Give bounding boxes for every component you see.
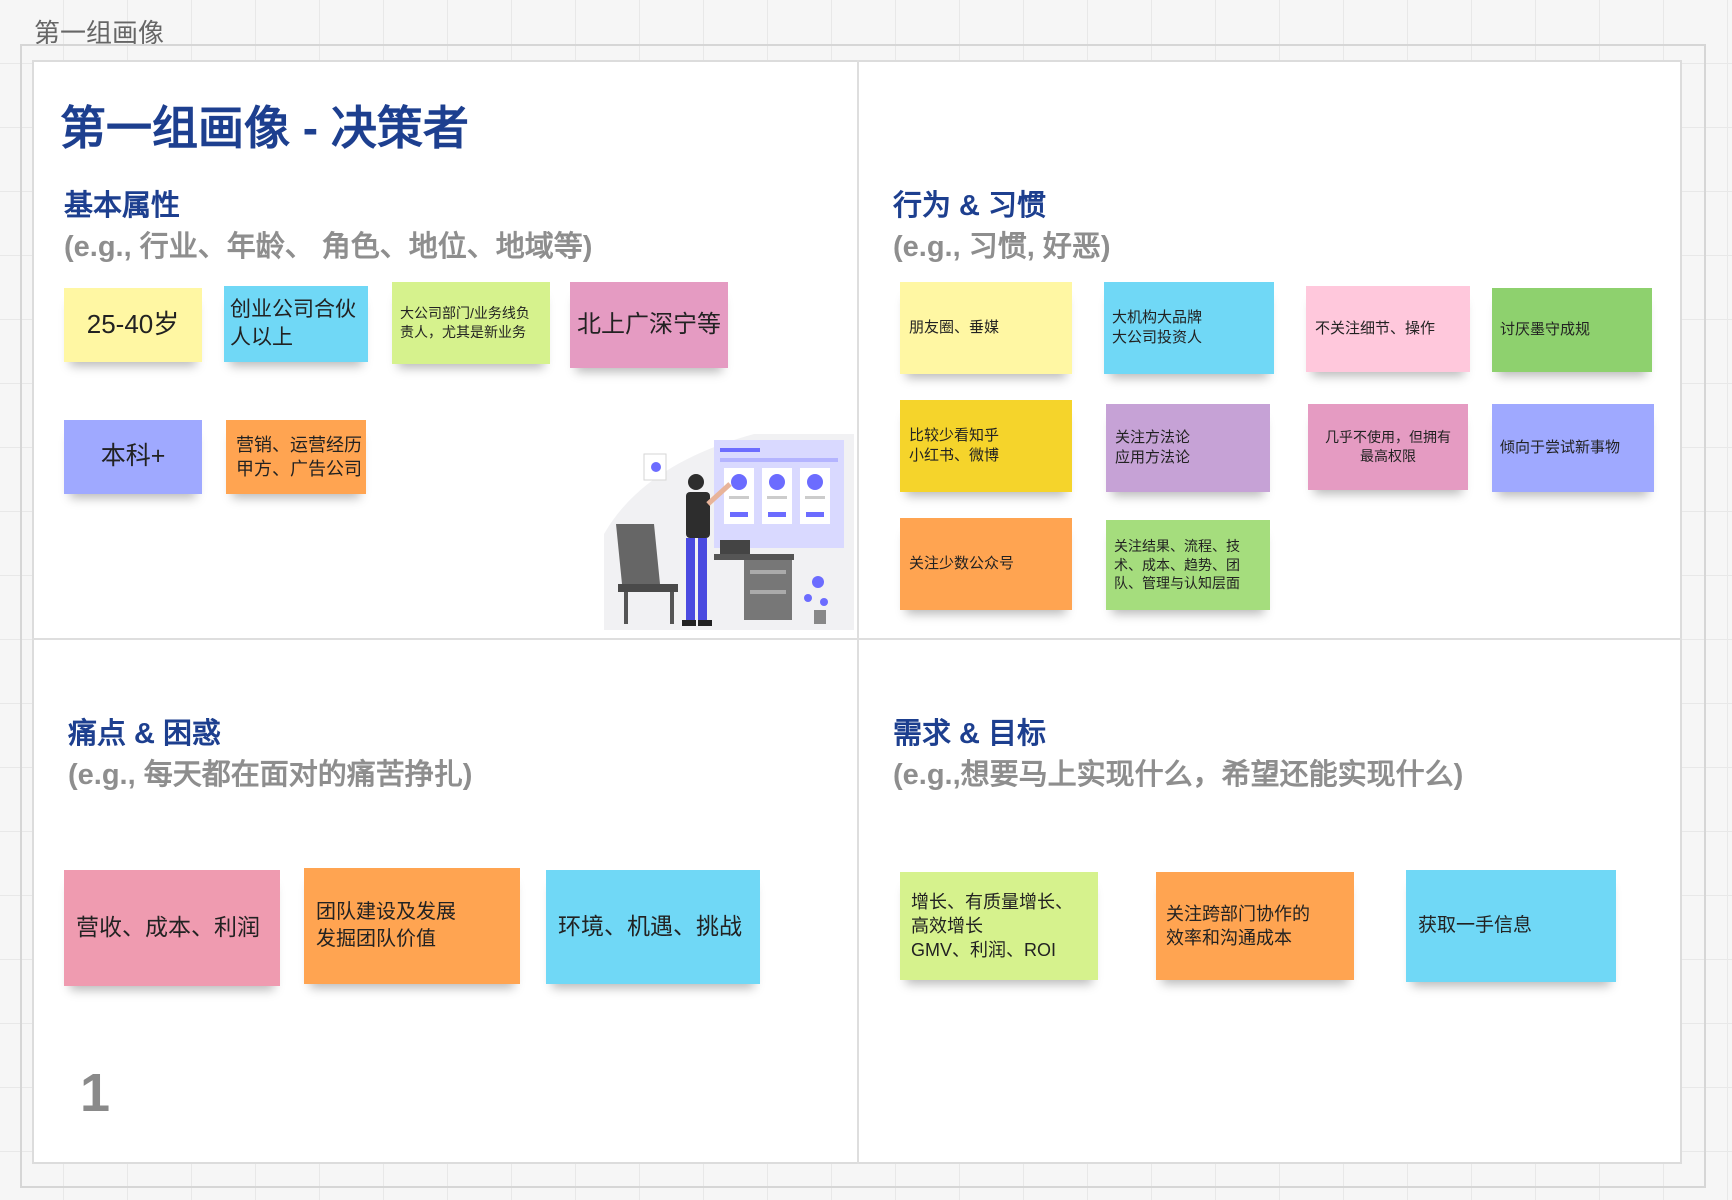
- sticky-note[interactable]: 讨厌墨守成规: [1492, 288, 1652, 372]
- sticky-note[interactable]: 获取一手信息: [1406, 870, 1616, 982]
- sticky-note[interactable]: 关注跨部门协作的 效率和沟通成本: [1156, 872, 1354, 980]
- sticky-note[interactable]: 几乎不使用，但拥有 最高权限: [1308, 404, 1468, 490]
- behavior-section-title: 行为 & 习惯: [893, 190, 1047, 222]
- sticky-note[interactable]: 不关注细节、操作: [1306, 286, 1470, 372]
- sticky-note[interactable]: 大公司部门/业务线负 责人，尤其是新业务: [392, 282, 550, 364]
- frame-outer-border: [20, 44, 1706, 1188]
- sticky-note[interactable]: 营销、运营经历 甲方、广告公司: [226, 420, 366, 494]
- sticky-note[interactable]: 关注结果、流程、技 术、成本、趋势、团 队、管理与认知层面: [1106, 520, 1270, 610]
- page-title: 第一组画像 - 决策者: [60, 102, 469, 154]
- sticky-note[interactable]: 团队建设及发展 发掘团队价值: [304, 868, 520, 984]
- sticky-note[interactable]: 大机构大品牌 大公司投资人: [1104, 282, 1274, 374]
- pain-section-subtitle: (e.g., 每天都在面对的痛苦挣扎): [68, 759, 473, 791]
- horizontal-divider: [32, 638, 1682, 640]
- sticky-note[interactable]: 关注方法论 应用方法论: [1106, 404, 1270, 492]
- basic-section-title: 基本属性: [64, 190, 181, 222]
- sticky-note[interactable]: 增长、有质量增长、 高效增长 GMV、利润、ROI: [900, 872, 1098, 980]
- sticky-note[interactable]: 创业公司合伙 人以上: [224, 286, 368, 362]
- sticky-note[interactable]: 本科+: [64, 420, 202, 494]
- sticky-note[interactable]: 倾向于尝试新事物: [1492, 404, 1654, 492]
- vertical-divider: [857, 60, 859, 1164]
- basic-section-subtitle: (e.g., 行业、年龄、 角色、地位、地域等): [64, 231, 593, 263]
- sticky-note[interactable]: 25-40岁: [64, 288, 202, 362]
- pain-section-title: 痛点 & 困惑: [68, 718, 222, 750]
- frame-label: 第一组画像: [34, 18, 165, 48]
- needs-section-subtitle: (e.g.,想要马上实现什么，希望还能实现什么): [893, 759, 1464, 791]
- sticky-note[interactable]: 营收、成本、利润: [64, 870, 280, 986]
- person-at-dashboard-illustration: [604, 434, 854, 630]
- needs-section-title: 需求 & 目标: [893, 718, 1047, 750]
- page-number: 1: [80, 1063, 111, 1123]
- sticky-note[interactable]: 环境、机遇、挑战: [546, 870, 760, 984]
- sticky-note[interactable]: 比较少看知乎 小红书、微博: [900, 400, 1072, 492]
- behavior-section-subtitle: (e.g., 习惯, 好恶): [893, 231, 1111, 263]
- sticky-note[interactable]: 北上广深宁等: [570, 282, 728, 368]
- sticky-note[interactable]: 关注少数公众号: [900, 518, 1072, 610]
- sticky-note[interactable]: 朋友圈、垂媒: [900, 282, 1072, 374]
